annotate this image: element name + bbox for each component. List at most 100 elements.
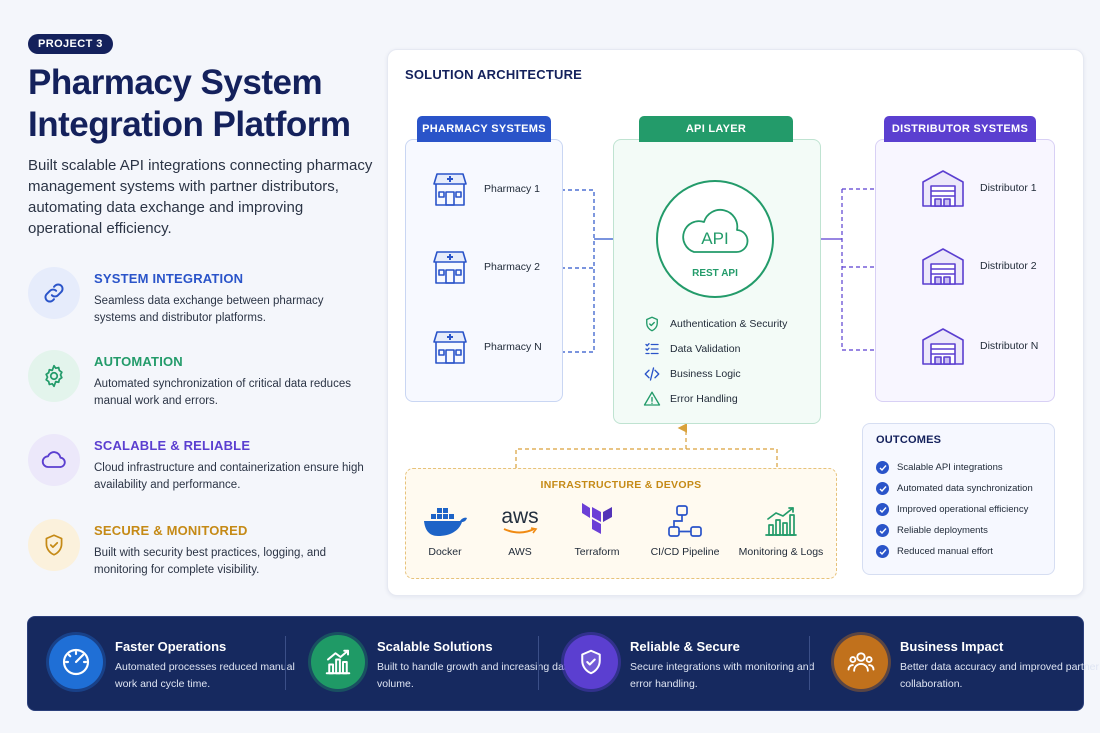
shield-icon xyxy=(28,519,80,571)
gear-icon xyxy=(28,350,80,402)
metric-desc: Built to handle growth and increasing da… xyxy=(377,661,573,690)
tool-label: Docker xyxy=(428,546,462,558)
api-function-label: Error Handling xyxy=(670,393,738,405)
metric-desc: Better data accuracy and improved partne… xyxy=(900,661,1100,690)
feature-system-integration: SYSTEM INTEGRATION Seamless data exchang… xyxy=(28,267,368,327)
outcomes-title: OUTCOMES xyxy=(876,434,942,446)
tool-docker: Docker xyxy=(395,500,495,558)
check-circle-icon xyxy=(876,524,889,537)
outcome-item: Reliable deployments xyxy=(876,524,988,537)
metric-title: Reliable & Secure xyxy=(630,639,740,654)
outcome-label: Automated data synchronization xyxy=(897,483,1033,494)
tool-aws: aws AWS xyxy=(470,500,570,558)
feature-desc: Cloud infrastructure and containerizatio… xyxy=(94,462,364,491)
outcome-label: Improved operational efficiency xyxy=(897,504,1029,515)
api-function-label: Data Validation xyxy=(670,343,741,355)
check-circle-icon xyxy=(876,482,889,495)
feature-desc: Seamless data exchange between pharmacy … xyxy=(94,295,324,324)
feature-scalable: SCALABLE & RELIABLE Cloud infrastructure… xyxy=(28,434,368,494)
impact-bar xyxy=(27,616,1084,711)
terraform-icon xyxy=(582,503,612,534)
feature-secure: SECURE & MONITORED Built with security b… xyxy=(28,519,368,579)
page-title: Pharmacy System Integration Platform xyxy=(28,63,351,144)
tool-label: Monitoring & Logs xyxy=(738,546,824,558)
feature-desc: Built with security best practices, logg… xyxy=(94,547,327,576)
code-icon xyxy=(644,367,660,381)
tool-cicd: CI/CD Pipeline xyxy=(635,500,735,558)
distributor-label: Distributor N xyxy=(980,340,1039,352)
api-function-auth: Authentication & Security xyxy=(643,315,787,333)
feature-title: SYSTEM INTEGRATION xyxy=(94,271,244,286)
outcomes-panel xyxy=(862,423,1055,575)
api-circle xyxy=(656,180,774,298)
pharmacy-node-2: Pharmacy 2 xyxy=(430,248,540,286)
api-label: API xyxy=(701,229,729,248)
aws-logo-text: aws xyxy=(501,505,539,528)
tool-label: AWS xyxy=(508,546,532,558)
shield-check-icon xyxy=(646,316,658,332)
check-circle-icon xyxy=(876,503,889,516)
feature-title: SECURE & MONITORED xyxy=(94,523,248,538)
infrastructure-title: INFRASTRUCTURE & DEVOPS xyxy=(540,479,702,491)
api-function-label: Business Logic xyxy=(670,368,741,380)
aws-icon: aws xyxy=(470,500,570,542)
pharmacy-store-icon xyxy=(433,331,467,364)
cloud-icon xyxy=(28,434,80,486)
link-icon xyxy=(28,267,80,319)
distributor-systems-header: DISTRIBUTOR SYSTEMS xyxy=(884,116,1036,142)
shield-check-icon xyxy=(564,635,618,689)
feature-title: AUTOMATION xyxy=(94,354,183,369)
chart-icon xyxy=(765,507,797,536)
api-function-label: Authentication & Security xyxy=(670,318,788,330)
tool-monitoring: Monitoring & Logs xyxy=(731,500,831,558)
project-badge: PROJECT 3 xyxy=(28,34,113,54)
intro-text: Built scalable API integrations connecti… xyxy=(28,157,373,237)
metric-divider xyxy=(538,636,539,690)
warehouse-icon xyxy=(922,170,964,207)
api-function-validation: Data Validation xyxy=(643,340,740,358)
pharmacy-store-icon xyxy=(433,251,467,284)
api-function-errors: Error Handling xyxy=(643,390,738,408)
metric-desc: Secure integrations with monitoring and … xyxy=(630,661,815,690)
docker-icon xyxy=(424,508,467,536)
pharmacy-node-1: Pharmacy 1 xyxy=(430,170,540,208)
pharmacy-label: Pharmacy 1 xyxy=(484,183,541,195)
metric-title: Business Impact xyxy=(900,639,1004,654)
outcome-label: Scalable API integrations xyxy=(897,462,1003,473)
checklist-icon xyxy=(645,343,659,355)
feature-title: SCALABLE & RELIABLE xyxy=(94,438,251,453)
api-layer-header: API LAYER xyxy=(639,116,793,142)
metric-divider xyxy=(809,636,810,690)
distributor-node-n: Distributor N xyxy=(921,326,1038,366)
growth-chart-icon xyxy=(311,635,365,689)
distributor-systems-panel xyxy=(875,139,1055,402)
tool-label: CI/CD Pipeline xyxy=(650,546,720,558)
feature-automation: AUTOMATION Automated synchronization of … xyxy=(28,350,368,410)
check-circle-icon xyxy=(876,545,889,558)
distributor-node-2: Distributor 2 xyxy=(921,246,1037,286)
metric-divider xyxy=(285,636,286,690)
outcome-item: Scalable API integrations xyxy=(876,461,1003,474)
team-icon xyxy=(834,635,888,689)
metric-title: Faster Operations xyxy=(115,639,227,654)
pipeline-icon xyxy=(668,505,702,537)
outcome-item: Automated data synchronization xyxy=(876,482,1033,495)
infrastructure-panel xyxy=(405,468,837,579)
pharmacy-systems-header: PHARMACY SYSTEMS xyxy=(417,116,551,142)
outcome-label: Reduced manual effort xyxy=(897,546,993,557)
pharmacy-node-n: Pharmacy N xyxy=(430,328,542,366)
rest-api-label: REST API xyxy=(692,268,738,279)
outcome-label: Reliable deployments xyxy=(897,525,988,536)
metric-title: Scalable Solutions xyxy=(377,639,493,654)
api-function-logic: Business Logic xyxy=(643,365,741,383)
feature-desc: Automated synchronization of critical da… xyxy=(94,378,351,407)
distributor-label: Distributor 1 xyxy=(980,182,1037,194)
pharmacy-label: Pharmacy N xyxy=(484,341,542,353)
warning-icon xyxy=(643,391,661,406)
architecture-title: SOLUTION ARCHITECTURE xyxy=(405,67,583,82)
warehouse-icon xyxy=(922,328,964,365)
tool-label: Terraform xyxy=(574,546,620,558)
metric-desc: Automated processes reduced manual work … xyxy=(115,661,295,690)
outcome-item: Improved operational efficiency xyxy=(876,503,1028,516)
outcome-item: Reduced manual effort xyxy=(876,545,993,558)
